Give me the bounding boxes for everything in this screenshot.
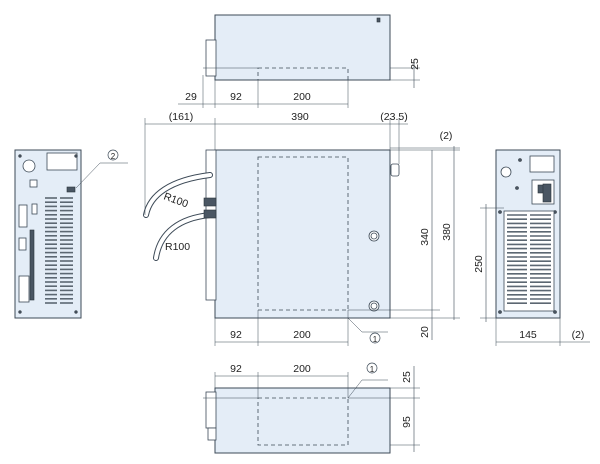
top-view-knob [376, 17, 381, 23]
top-view-mount-area [257, 67, 349, 81]
side-cable-label: (161) [169, 111, 194, 123]
side-view-connector-panel [205, 149, 217, 301]
side-knob-label: (23.5) [380, 111, 407, 123]
rear-view-port-3 [18, 204, 28, 228]
top-view: 25 29 92 200 [178, 14, 421, 108]
side-top-gap-label: (2) [440, 130, 453, 142]
right-width-label: 145 [519, 329, 537, 341]
rear-view-port-6 [31, 203, 38, 215]
rear-view-port-5 [18, 275, 30, 303]
callout-1-bottom-label: 1 [370, 365, 375, 374]
callout-2-marker [107, 149, 119, 161]
side-view-plug-upper [203, 197, 217, 207]
bottom-depth-label: 95 [401, 416, 413, 428]
rear-view-vent-grille [45, 197, 73, 304]
bottom-view-connector-block [205, 391, 217, 429]
side-start-label: 92 [230, 329, 242, 341]
side-view: R100 R100 (161) 390 (23.5) (2) 340 380 2… [143, 111, 460, 346]
side-view-knob [390, 163, 400, 177]
side-view-plug-lower [203, 209, 217, 219]
top-depth-label: 25 [409, 58, 421, 70]
side-height-inner-label: 340 [419, 228, 431, 246]
top-pitch-label: 200 [293, 91, 311, 103]
callout-1-side-marker [369, 332, 381, 344]
callout-1-bottom-marker [366, 362, 378, 374]
rear-view-display [46, 152, 78, 171]
front-view-display [529, 155, 555, 173]
side-width-label: 390 [291, 111, 309, 123]
bend-radius-upper-label: R100 [162, 191, 190, 211]
side-pitch-label: 200 [293, 329, 311, 341]
bottom-top-label: 25 [401, 371, 413, 383]
bottom-view-foot [207, 427, 217, 441]
side-height-total-label: 380 [441, 223, 453, 241]
rear-view: 2 [14, 149, 128, 319]
top-view-body [214, 14, 391, 81]
right-gap-label: (2) [572, 329, 585, 341]
rear-view-port-1 [29, 179, 38, 188]
bottom-view: 92 200 1 25 95 [203, 362, 420, 454]
front-view-vent-grille [507, 214, 551, 305]
top-start-label: 92 [230, 91, 242, 103]
side-bottom-label: 20 [419, 326, 431, 338]
side-view-mount-area [257, 156, 349, 311]
right-height-label: 250 [473, 255, 485, 273]
callout-2-label: 2 [111, 152, 116, 161]
front-view: 250 145 (2) [473, 149, 590, 346]
top-view-connector-block [205, 39, 217, 77]
bottom-view-mount-area [257, 397, 349, 446]
bottom-pitch-label: 200 [293, 363, 311, 375]
rear-view-power-switch [22, 159, 36, 173]
callout-1-side-label: 1 [373, 335, 378, 344]
rear-view-terminal-strip [29, 229, 35, 301]
bottom-view-body [214, 387, 391, 454]
rear-view-port-2 [66, 186, 76, 193]
rear-view-port-4 [18, 237, 27, 251]
top-offset-label: 29 [185, 91, 197, 103]
bend-radius-lower-label: R100 [165, 241, 190, 253]
front-view-dial [500, 166, 512, 178]
bottom-start-label: 92 [230, 363, 242, 375]
side-view-body [214, 149, 391, 319]
